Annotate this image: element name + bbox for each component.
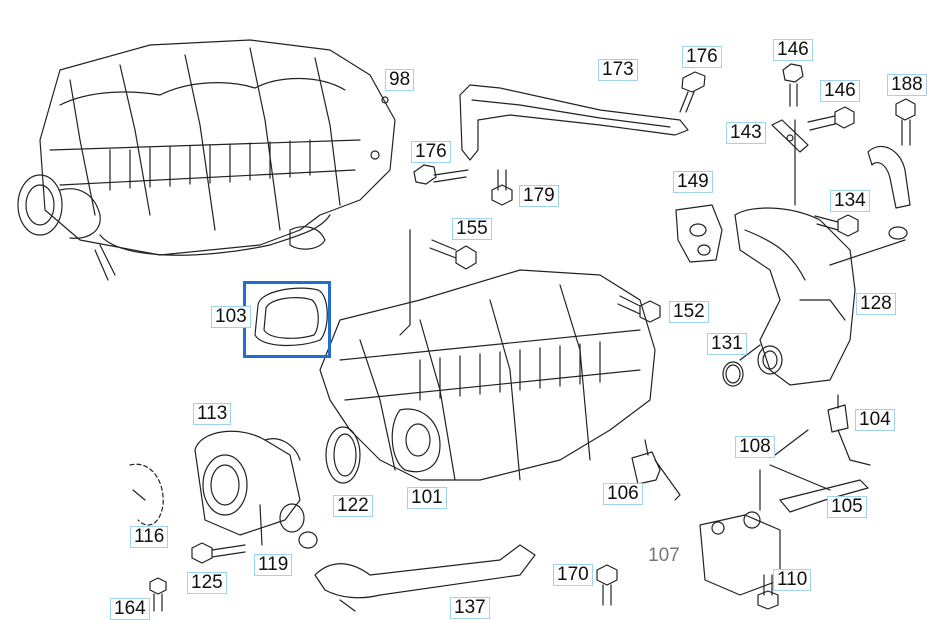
pipe-137 [314, 544, 536, 612]
callout-98[interactable]: 98 [385, 69, 415, 91]
bracket-143 [771, 119, 809, 153]
hose-188 [867, 146, 911, 240]
cover-116 [129, 463, 164, 526]
sensor-104 [827, 394, 871, 466]
callout-179[interactable]: 179 [519, 185, 559, 207]
callout-155[interactable]: 155 [452, 218, 492, 240]
linkage-105 [769, 429, 869, 513]
bolt-110 [757, 574, 779, 610]
bolt-134 [814, 214, 859, 237]
callout-146-right[interactable]: 146 [820, 80, 860, 102]
bolt-179 [491, 169, 513, 206]
callout-131[interactable]: 131 [707, 333, 747, 355]
callout-101[interactable]: 101 [407, 487, 447, 509]
callout-188[interactable]: 188 [887, 74, 927, 96]
bolt-146-top [782, 63, 804, 107]
callout-128[interactable]: 128 [856, 293, 896, 315]
actuator-107 [699, 469, 781, 596]
bolt-170 [596, 564, 618, 606]
bolt-188 [895, 98, 916, 146]
callout-110[interactable]: 110 [773, 569, 812, 591]
actuator-106 [631, 439, 681, 501]
callout-134[interactable]: 134 [830, 190, 870, 212]
callout-152[interactable]: 152 [669, 301, 709, 323]
callout-122[interactable]: 122 [333, 495, 373, 517]
callout-125[interactable]: 125 [187, 572, 227, 594]
callout-106[interactable]: 106 [603, 483, 643, 505]
bolt-146-right [807, 106, 855, 131]
callout-149[interactable]: 149 [673, 171, 713, 193]
bolt-155 [429, 239, 477, 270]
upper-intake-manifold-98 [17, 39, 396, 281]
callout-164[interactable]: 164 [110, 598, 150, 620]
bolt-152 [617, 295, 661, 323]
bolt-164 [149, 577, 167, 612]
bolt-125 [191, 542, 246, 564]
callout-143[interactable]: 143 [726, 122, 766, 144]
callout-113[interactable]: 113 [193, 403, 232, 425]
gasket-122 [325, 426, 361, 484]
callout-119[interactable]: 119 [254, 554, 293, 576]
lower-intake-manifold-101 [319, 229, 656, 481]
callout-105[interactable]: 105 [827, 496, 867, 518]
parts-diagram: 98 173 176 146 146 188 143 176 179 149 1… [17, 39, 927, 620]
gasket-103 [254, 287, 328, 347]
bolt-176-top [679, 71, 706, 113]
callout-108[interactable]: 108 [735, 436, 775, 458]
callout-137[interactable]: 137 [450, 597, 490, 619]
callout-170[interactable]: 170 [553, 564, 593, 586]
callout-103[interactable]: 103 [211, 306, 251, 328]
callout-173[interactable]: 173 [598, 59, 638, 81]
callout-116[interactable]: 116 [130, 526, 169, 548]
ring-131 [722, 344, 761, 387]
bolt-176-mid [413, 164, 469, 185]
gasket-149 [675, 204, 723, 263]
callout-176-mid[interactable]: 176 [411, 141, 451, 163]
throttle-body-113 [194, 430, 318, 549]
bracket-173 [459, 84, 689, 161]
callout-176-top[interactable]: 176 [682, 46, 722, 68]
diagram-drawing [17, 39, 916, 612]
callout-107: 107 [648, 545, 680, 566]
callout-104[interactable]: 104 [855, 409, 895, 431]
housing-128 [734, 119, 906, 386]
callout-146-top[interactable]: 146 [773, 39, 813, 61]
